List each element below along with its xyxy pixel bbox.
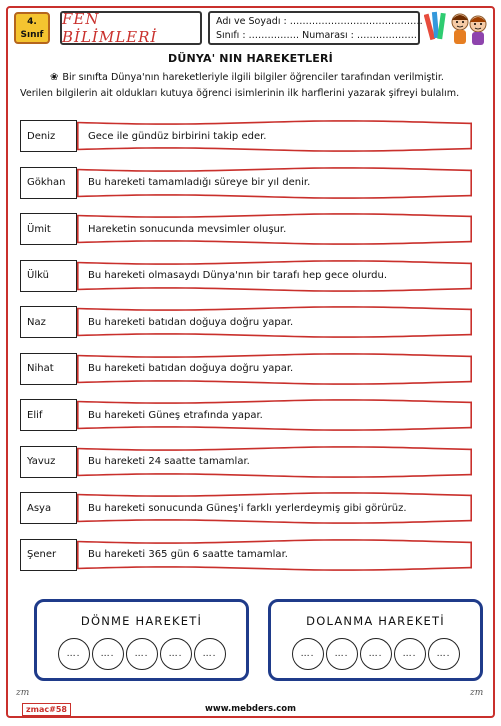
class-number-field: Sınıfı : ……………. Numarası : ………………. [216,30,417,41]
statement-row: Asya Bu hareketi sonucunda Güneş'i farklı… [20,492,472,524]
footer-code: zmac#58 [22,703,71,716]
statement-row: Ülkü Bu hareketi olmasaydı Dünya'nın bir … [20,259,472,292]
intro-line-1: Bir sınıfta Dünya'nın hareketleriyle ilg… [62,72,444,83]
student-name: Şener [20,538,77,571]
statement-row: Deniz Gece ile gündüz birbirini takip ede… [20,120,472,152]
statement-box: Gece ile gündüz birbirini takip eder. [77,120,472,152]
revolution-answer-panel: DOLANMA HAREKETİ …. …. …. …. …. [268,599,483,681]
answer-circle[interactable]: …. [57,638,90,670]
intro-line-2: Verilen bilgilerin ait oldukları kutuya … [20,88,460,99]
answer-circle[interactable]: …. [291,638,324,670]
wavy-frame [77,213,472,245]
grade-label: Sınıf [20,30,44,40]
statement-text: Bu hareketi Güneş etrafında yapar. [88,409,263,421]
statement-text: Bu hareketi olmasaydı Dünya'nın bir tara… [88,270,388,281]
statement-row: Şener Bu hareketi 365 gün 6 saatte tamaml… [20,538,472,571]
statement-text: Bu hareketi batıdan doğuya doğru yapar. [88,363,294,374]
footer-site: www.mebders.com [204,704,296,714]
statement-box: Bu hareketi batıdan doğuya doğru yapar. [77,306,472,338]
wavy-frame [77,399,472,431]
statement-box: Bu hareketi tamamladığı süreye bir yıl d… [77,166,472,199]
statement-row: Ümit Hareketin sonucunda mevsimler oluşur… [20,213,472,245]
statement-box: Hareketin sonucunda mevsimler oluşur. [77,213,472,245]
answer-circle[interactable]: …. [125,638,158,670]
statement-row: Naz Bu hareketi batıdan doğuya doğru yapa… [20,306,472,338]
statement-box: Bu hareketi Güneş etrafında yapar. [77,399,472,431]
grade-badge: 4. Sınıf [14,12,50,44]
answer-circle[interactable]: …. [91,638,124,670]
flower-icon: ❀ [50,72,59,83]
answer-circle[interactable]: …. [193,638,226,670]
answer-circle[interactable]: …. [393,638,426,670]
statement-text: Bu hareketi tamamladığı süreye bir yıl d… [88,177,311,188]
rotation-answer-panel: DÖNME HAREKETİ …. …. …. …. …. [34,599,249,681]
statement-text: Bu hareketi 24 saatte tamamlar. [88,456,250,467]
zm-logo: zm [16,688,30,698]
worksheet-title: DÜNYA' NIN HAREKETLERİ [168,52,333,65]
wavy-frame [77,306,472,338]
wavy-frame [77,538,472,571]
statement-box: Bu hareketi 365 gün 6 saatte tamamlar. [77,538,472,571]
student-info-box: Adı ve Soyadı : …………………………………… Sınıfı : … [208,11,423,45]
answer-circle[interactable]: …. [359,638,392,670]
student-name: Gökhan [20,166,77,199]
kids-illustration-icon [424,11,487,45]
page-frame [6,6,495,718]
statement-text: Bu hareketi 365 gün 6 saatte tamamlar. [88,549,288,560]
subject-title: FEN BİLİMLERİ [60,10,202,46]
student-name: Deniz [20,120,77,152]
statement-row: Gökhan Bu hareketi tamamladığı süreye bir… [20,166,472,199]
statement-row: Yavuz Bu hareketi 24 saatte tamamlar. [20,445,472,478]
student-name: Nihat [20,352,77,385]
rotation-panel-title: DÖNME HAREKETİ [80,614,203,628]
statement-row: Elif Bu hareketi Güneş etrafında yapar. [20,399,472,431]
student-name: Ülkü [20,259,77,292]
statement-box: Bu hareketi 24 saatte tamamlar. [77,445,472,478]
statement-box: Bu hareketi olmasaydı Dünya'nın bir tara… [77,259,472,292]
statement-box: Bu hareketi sonucunda Güneş'i farklı yer… [77,492,472,524]
wavy-frame [77,166,472,199]
statement-row: Nihat Bu hareketi batıdan doğuya doğru ya… [20,352,472,385]
wavy-frame [77,120,472,152]
student-name: Naz [20,306,77,338]
statement-text: Gece ile gündüz birbirini takip eder. [88,130,267,142]
statement-box: Bu hareketi batıdan doğuya doğru yapar. [77,352,472,385]
statement-text: Bu hareketi batıdan doğuya doğru yapar. [88,316,294,328]
answer-circle[interactable]: …. [159,638,192,670]
wavy-frame [77,445,472,478]
instructions: ❀Bir sınıfta Dünya'nın hareketleriyle il… [20,70,490,102]
wavy-frame [77,259,472,292]
answer-circle[interactable]: …. [427,638,460,670]
revolution-panel-title: DOLANMA HAREKETİ [306,614,445,628]
student-name: Yavuz [20,445,77,478]
zm-logo: zm [470,688,484,698]
student-name: Elif [20,399,77,431]
statement-text: Bu hareketi sonucunda Güneş'i farklı yer… [88,502,407,514]
wavy-frame [77,492,472,524]
wavy-frame [77,352,472,385]
student-name: Ümit [20,213,77,245]
statement-text: Hareketin sonucunda mevsimler oluşur. [88,223,287,235]
name-field: Adı ve Soyadı : …………………………………… [216,16,423,27]
grade-number: 4. [27,17,37,27]
answer-circle[interactable]: …. [325,638,358,670]
student-name: Asya [20,492,77,524]
